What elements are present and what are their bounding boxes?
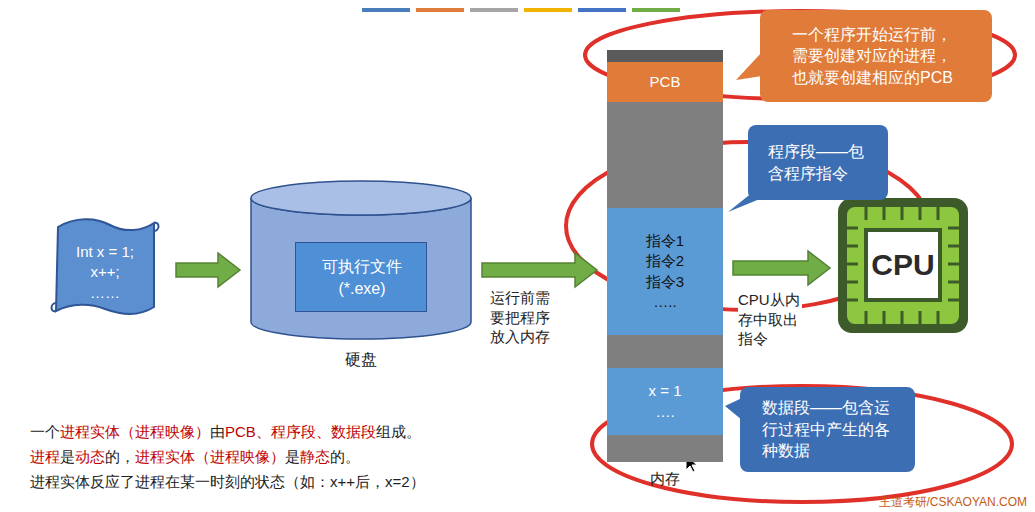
top-color-bar (362, 8, 680, 12)
text-holder: 指令1指令2指令3….. (607, 208, 723, 335)
program-segment: 指令1指令2指令3….. (607, 208, 723, 335)
note-line: 一个进程实体（进程映像）由PCB、程序段、数据段组成。 (30, 423, 421, 442)
flow-arrow (176, 253, 240, 287)
note-text: 进程实体反应了进程在某一时刻的状态（如：x++后，x=2） (30, 473, 425, 490)
node-text: …. (655, 402, 674, 422)
text-holder: 一个程序开始运行前，需要创建对应的进程，也就要创建相应的PCB (760, 10, 992, 102)
note-text: 的。 (330, 448, 360, 465)
note-text: 由 (210, 423, 225, 440)
text-holder: PCB (607, 62, 723, 102)
node-text: 程序段——包含程序指令 (768, 141, 868, 184)
text-holder: Int x = 1;x++;…… (50, 215, 160, 330)
file-box: 可执行文件 (*.exe) (295, 242, 427, 312)
note-text: 动态 (75, 448, 105, 465)
note-text: 的， (105, 448, 135, 465)
disk: 硬盘可执行文件 (*.exe) (250, 180, 472, 340)
cpu-chip: CPU (838, 198, 968, 333)
text-holder: 内存 (607, 466, 723, 492)
text-holder: 程序段——包含程序指令 (748, 125, 888, 200)
node-text: ….. (653, 292, 676, 312)
note-text: 进程实体（进程映像） (60, 423, 210, 440)
callout: 一个程序开始运行前，需要创建对应的进程，也就要创建相应的PCB (760, 10, 992, 102)
flow-arrow (482, 253, 597, 287)
edge-label: 运行前需要把程序放入内存 (490, 288, 554, 347)
text-holder: 可执行文件 (*.exe) (296, 243, 428, 313)
node-text: 数据段——包含运行过程中产生的各种数据 (762, 397, 893, 462)
node-text: x++; (90, 262, 119, 282)
callout: 数据段——包含运行过程中产生的各种数据 (740, 387, 915, 472)
node-text: x = 1 (649, 381, 682, 401)
pcb-box: PCB (607, 62, 723, 102)
node-text: 硬盘 (345, 349, 377, 371)
note-text: 一个 (30, 423, 60, 440)
code-scroll: Int x = 1;x++;…… (50, 215, 160, 330)
callout-pointer (736, 52, 762, 80)
memory-column: 内存PCB指令1指令2指令3…..x = 1…. (607, 50, 723, 462)
node-text: 内存 (650, 469, 680, 489)
note-text: 静态 (300, 448, 330, 465)
node-text: 指令3 (646, 272, 684, 292)
data-segment: x = 1…. (607, 368, 723, 435)
flow-arrow (733, 251, 830, 285)
highlight-ellipses (566, 11, 1015, 502)
edge-label: CPU从内存中取出指令 (738, 290, 802, 349)
watermark: 王道考研/CSKAOYAN.COM (879, 494, 1027, 511)
node-text: PCB (650, 72, 681, 92)
node-text: 可执行文件 (*.exe) (319, 256, 405, 299)
note-line: 进程是动态的，进程实体（进程映像）是静态的。 (30, 448, 360, 467)
callout: 程序段——包含程序指令 (748, 125, 888, 200)
node-text: 指令1 (646, 231, 684, 251)
text-holder: x = 1…. (607, 368, 723, 435)
node-text: 指令2 (646, 251, 684, 271)
node-text: Int x = 1; (76, 242, 134, 262)
note-text: 是 (285, 448, 300, 465)
note-text: 组成。 (376, 423, 421, 440)
text-holder: CPU (866, 230, 940, 300)
text-holder: 数据段——包含运行过程中产生的各种数据 (740, 387, 915, 472)
note-text: 进程实体（进程映像） (135, 448, 285, 465)
node-text: CPU (871, 245, 934, 286)
node-text: …… (90, 283, 120, 303)
text-holder: 硬盘 (250, 346, 472, 374)
note-text: PCB、程序段、数据段 (225, 423, 376, 440)
note-text: 进程 (30, 448, 60, 465)
note-text: 是 (60, 448, 75, 465)
note-line: 进程实体反应了进程在某一时刻的状态（如：x++后，x=2） (30, 473, 425, 492)
node-text: 一个程序开始运行前，需要创建对应的进程，也就要创建相应的PCB (792, 24, 960, 89)
